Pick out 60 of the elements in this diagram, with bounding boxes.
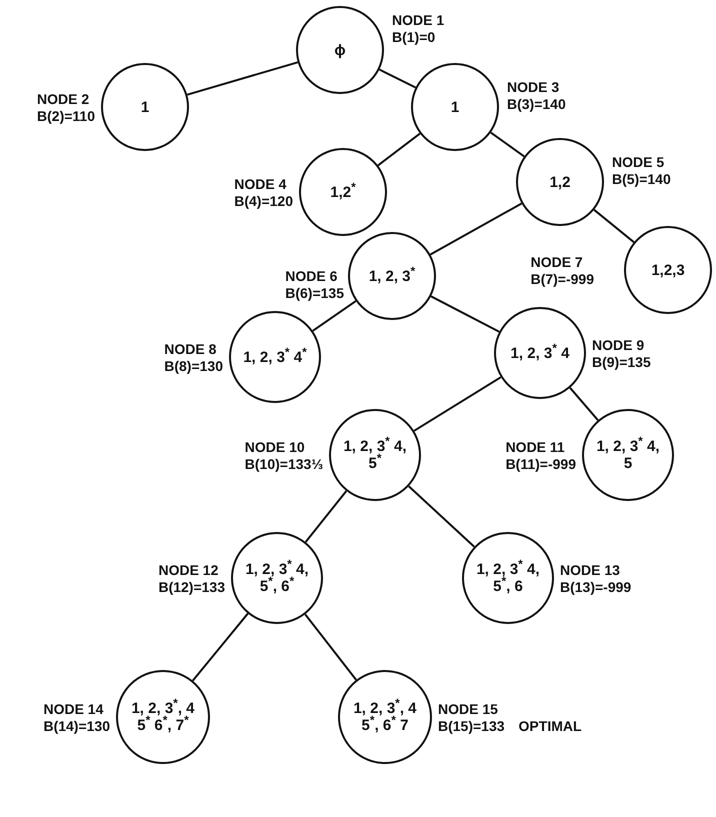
node-text: 1, 2, 3$^{*}$, 4 5$^{*}$ 6$^{*}$, 7$^{*}$: [130, 700, 196, 734]
node-name: NODE 4: [234, 176, 288, 193]
bound-value: B(2)=110: [37, 108, 95, 125]
tree-edge: [312, 300, 356, 332]
node-text: 1, 2, 3$^{*}$ 4, 5$^{*}$: [342, 438, 408, 472]
bound-value: B(9)=135: [592, 354, 651, 371]
node-text: 1, 2, 3$^{*}$ 4$^{*}$: [242, 348, 308, 366]
node-name: NODE 13: [560, 562, 621, 579]
node-name: NODE 10: [244, 439, 306, 456]
node-name: NODE 2: [37, 91, 90, 108]
node-text: 1, 2, 3$^{*}$ 4, 5$^{*}$, 6: [475, 561, 541, 595]
node-name: NODE 5: [612, 154, 666, 171]
node-text: 1,2$^{*}$: [329, 184, 357, 200]
node-name: NODE 1: [392, 12, 444, 29]
bound-value: B(11)=-999: [506, 456, 576, 473]
tree-edge: [490, 132, 525, 158]
node-text: 1, 2, 3$^{*}$: [368, 268, 416, 284]
node-text: 1: [450, 98, 460, 116]
tree-edge: [304, 614, 357, 680]
node-text: 1, 2, 3$^{*}$ 4, 5$^{*}$, 6$^{*}$: [244, 561, 310, 595]
node-name: NODE 3: [507, 79, 560, 96]
node-text: 1, 2, 3$^{*}$, 4 5$^{*}$, 6$^{*}$ 7: [352, 700, 418, 734]
bound-value: B(5)=140: [612, 171, 671, 188]
bound-value: B(3)=140: [507, 96, 566, 113]
tree-edge: [593, 209, 635, 243]
tree-edge: [430, 295, 500, 333]
tree-edge: [569, 387, 599, 421]
tree-edge: [186, 61, 298, 96]
tree-edge: [430, 202, 522, 256]
node-name: NODE 14: [43, 701, 104, 718]
tree-edge: [192, 612, 249, 682]
tree-edge: [377, 132, 421, 166]
node-text: 1, 2, 3$^{*}$ 4, 5: [595, 438, 661, 472]
bound-value: B(8)=130: [164, 358, 223, 375]
tree-edge: [378, 68, 416, 88]
bound-value: B(1)=0: [392, 29, 436, 46]
bound-value: B(10)=133⅓: [244, 456, 323, 473]
tree-edge: [414, 376, 502, 432]
node-name: NODE 7: [530, 254, 584, 271]
bound-value: B(14)=130: [43, 718, 110, 735]
bound-value: B(15)=133: [438, 718, 505, 734]
bound-value: B(6)=135: [285, 285, 344, 302]
node-text: 1,2,3: [650, 262, 686, 278]
status-label: OPTIMAL: [518, 718, 582, 734]
node-name: NODE 6: [285, 268, 338, 285]
node-name: NODE 8: [164, 341, 218, 358]
bound-value: B(12)=133: [158, 579, 225, 596]
node-name: NODE 9: [592, 337, 646, 354]
node-text: 1,2: [548, 174, 572, 190]
node-name: NODE 12: [158, 562, 220, 579]
tree-edge: [304, 490, 348, 543]
node-name: NODE 15: [438, 701, 499, 718]
node-text: ϕ: [333, 42, 347, 58]
node-name: NODE 11: [506, 439, 566, 456]
bound-value: B(13)=-999: [560, 579, 632, 596]
bound-value: B(7)=-999: [530, 271, 594, 288]
node-text: 1, 2, 3$^{*}$ 4: [510, 344, 570, 362]
bound-value: B(4)=120: [234, 193, 293, 210]
node-text: 1: [140, 98, 150, 116]
tree-edge: [408, 486, 475, 548]
